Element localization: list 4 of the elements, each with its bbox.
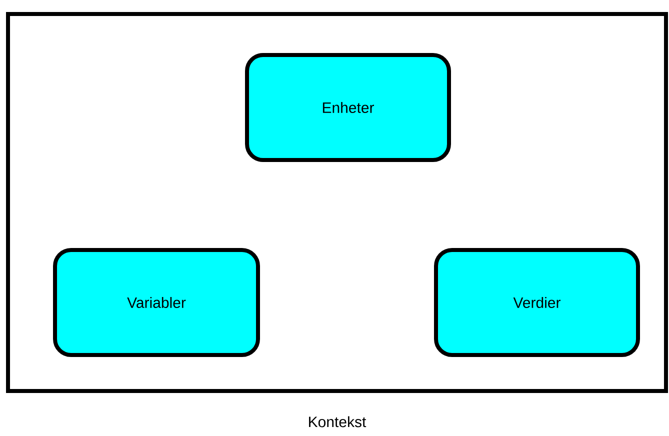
rounded-box: Verdier xyxy=(434,248,640,357)
node-label: Kontekst xyxy=(309,416,366,428)
rounded-box: Enheter xyxy=(245,53,451,162)
rounded-box: Variabler xyxy=(53,248,260,357)
